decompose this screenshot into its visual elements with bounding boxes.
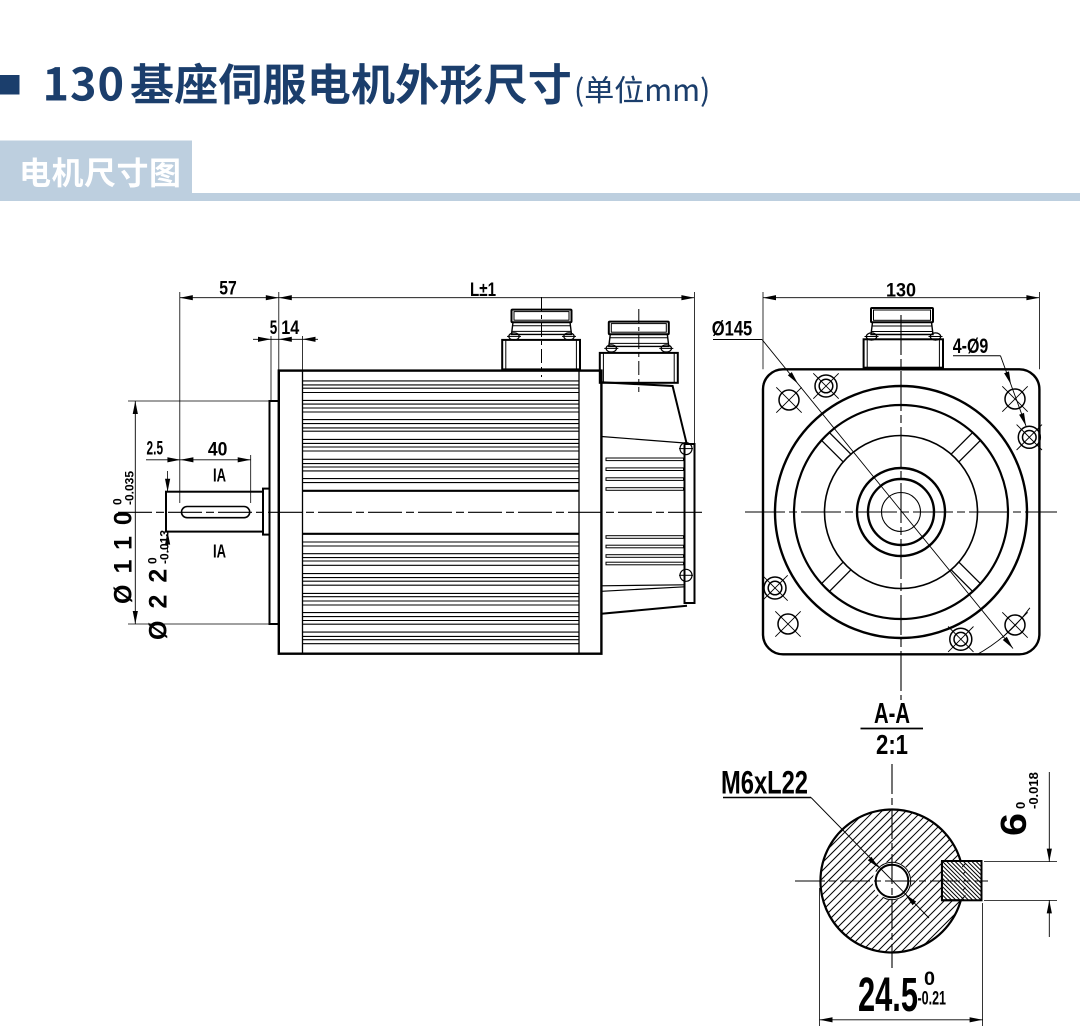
svg-text:57: 57 xyxy=(219,279,237,300)
svg-text:0: 0 xyxy=(111,498,125,505)
svg-text:-0.013: -0.013 xyxy=(158,530,172,564)
svg-text:IA: IA xyxy=(213,542,226,562)
svg-text:A-A: A-A xyxy=(874,698,910,730)
svg-text:2:1: 2:1 xyxy=(876,729,908,760)
svg-text:-0.035: -0.035 xyxy=(123,471,137,505)
svg-text:130: 130 xyxy=(886,281,916,302)
svg-text:0: 0 xyxy=(924,969,935,990)
svg-text:6: 6 xyxy=(993,813,1034,836)
svg-text:40: 40 xyxy=(208,440,228,461)
svg-text:14: 14 xyxy=(281,318,299,339)
svg-text:24.5: 24.5 xyxy=(858,969,918,1022)
svg-text:M6xL22: M6xL22 xyxy=(721,765,808,801)
svg-text:0: 0 xyxy=(1013,802,1028,809)
svg-text:2.5: 2.5 xyxy=(147,439,164,460)
svg-text:L±1: L±1 xyxy=(470,280,496,301)
svg-text:Ø22: Ø22 xyxy=(145,557,173,640)
svg-text:-0.21: -0.21 xyxy=(918,989,947,1010)
svg-text:5: 5 xyxy=(270,318,278,339)
svg-text:IA: IA xyxy=(213,466,226,486)
svg-text:Ø145: Ø145 xyxy=(712,318,753,341)
svg-text:0: 0 xyxy=(146,557,160,564)
svg-text:4-Ø9: 4-Ø9 xyxy=(953,335,989,358)
svg-text:-0.018: -0.018 xyxy=(1026,772,1041,809)
svg-text:Ø110: Ø110 xyxy=(110,500,138,604)
